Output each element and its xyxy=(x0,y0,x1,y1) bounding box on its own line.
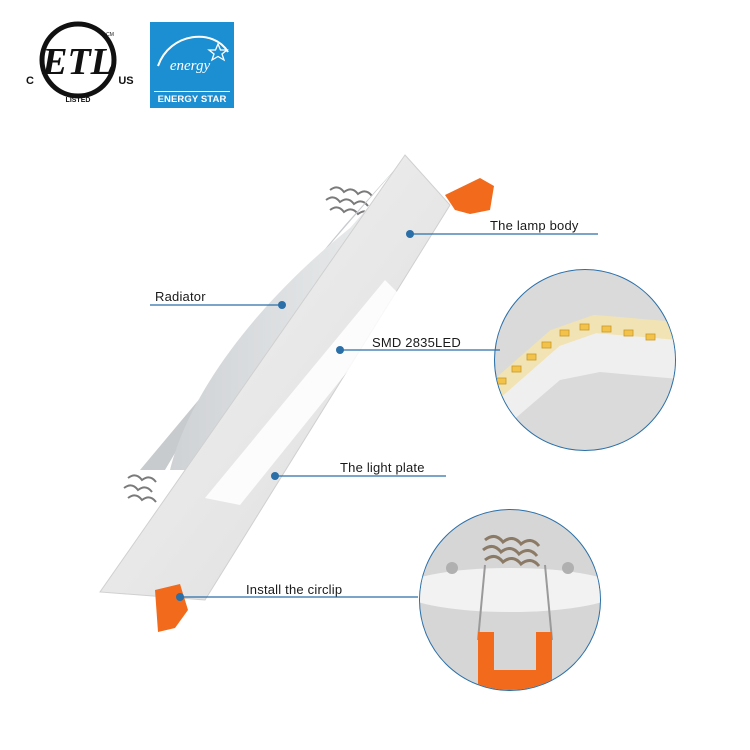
radiator-label: Radiator xyxy=(155,289,206,304)
etl-us-text: US xyxy=(118,75,133,87)
etl-listed-text: LISTED xyxy=(66,97,91,104)
circlip-label: Install the circlip xyxy=(246,582,343,597)
energy-star-rule xyxy=(154,91,230,92)
top-clip xyxy=(445,178,494,214)
energy-script-text: energy xyxy=(170,58,211,74)
callout-dots xyxy=(176,230,414,601)
smd-led-label: SMD 2835LED xyxy=(372,335,461,350)
callout-lines xyxy=(150,233,598,598)
energy-star-label: ENERGY STAR xyxy=(157,94,227,105)
lamp-body-label: The lamp body xyxy=(490,218,579,233)
led-chips xyxy=(496,323,656,385)
etl-c-text: C xyxy=(26,75,34,87)
bottom-spring xyxy=(123,474,157,503)
circlip-zoom-circle xyxy=(419,509,601,691)
etl-listed-logo: ETL C US LISTED CM xyxy=(18,18,138,108)
etl-mark-text: ETL xyxy=(41,41,114,83)
led-zoom-circle xyxy=(494,269,676,451)
star-icon xyxy=(207,42,229,62)
energy-star-logo: energy ENERGY STAR xyxy=(150,22,234,108)
light-plate-label: The light plate xyxy=(340,460,425,475)
etl-cm-text: CM xyxy=(106,32,114,38)
